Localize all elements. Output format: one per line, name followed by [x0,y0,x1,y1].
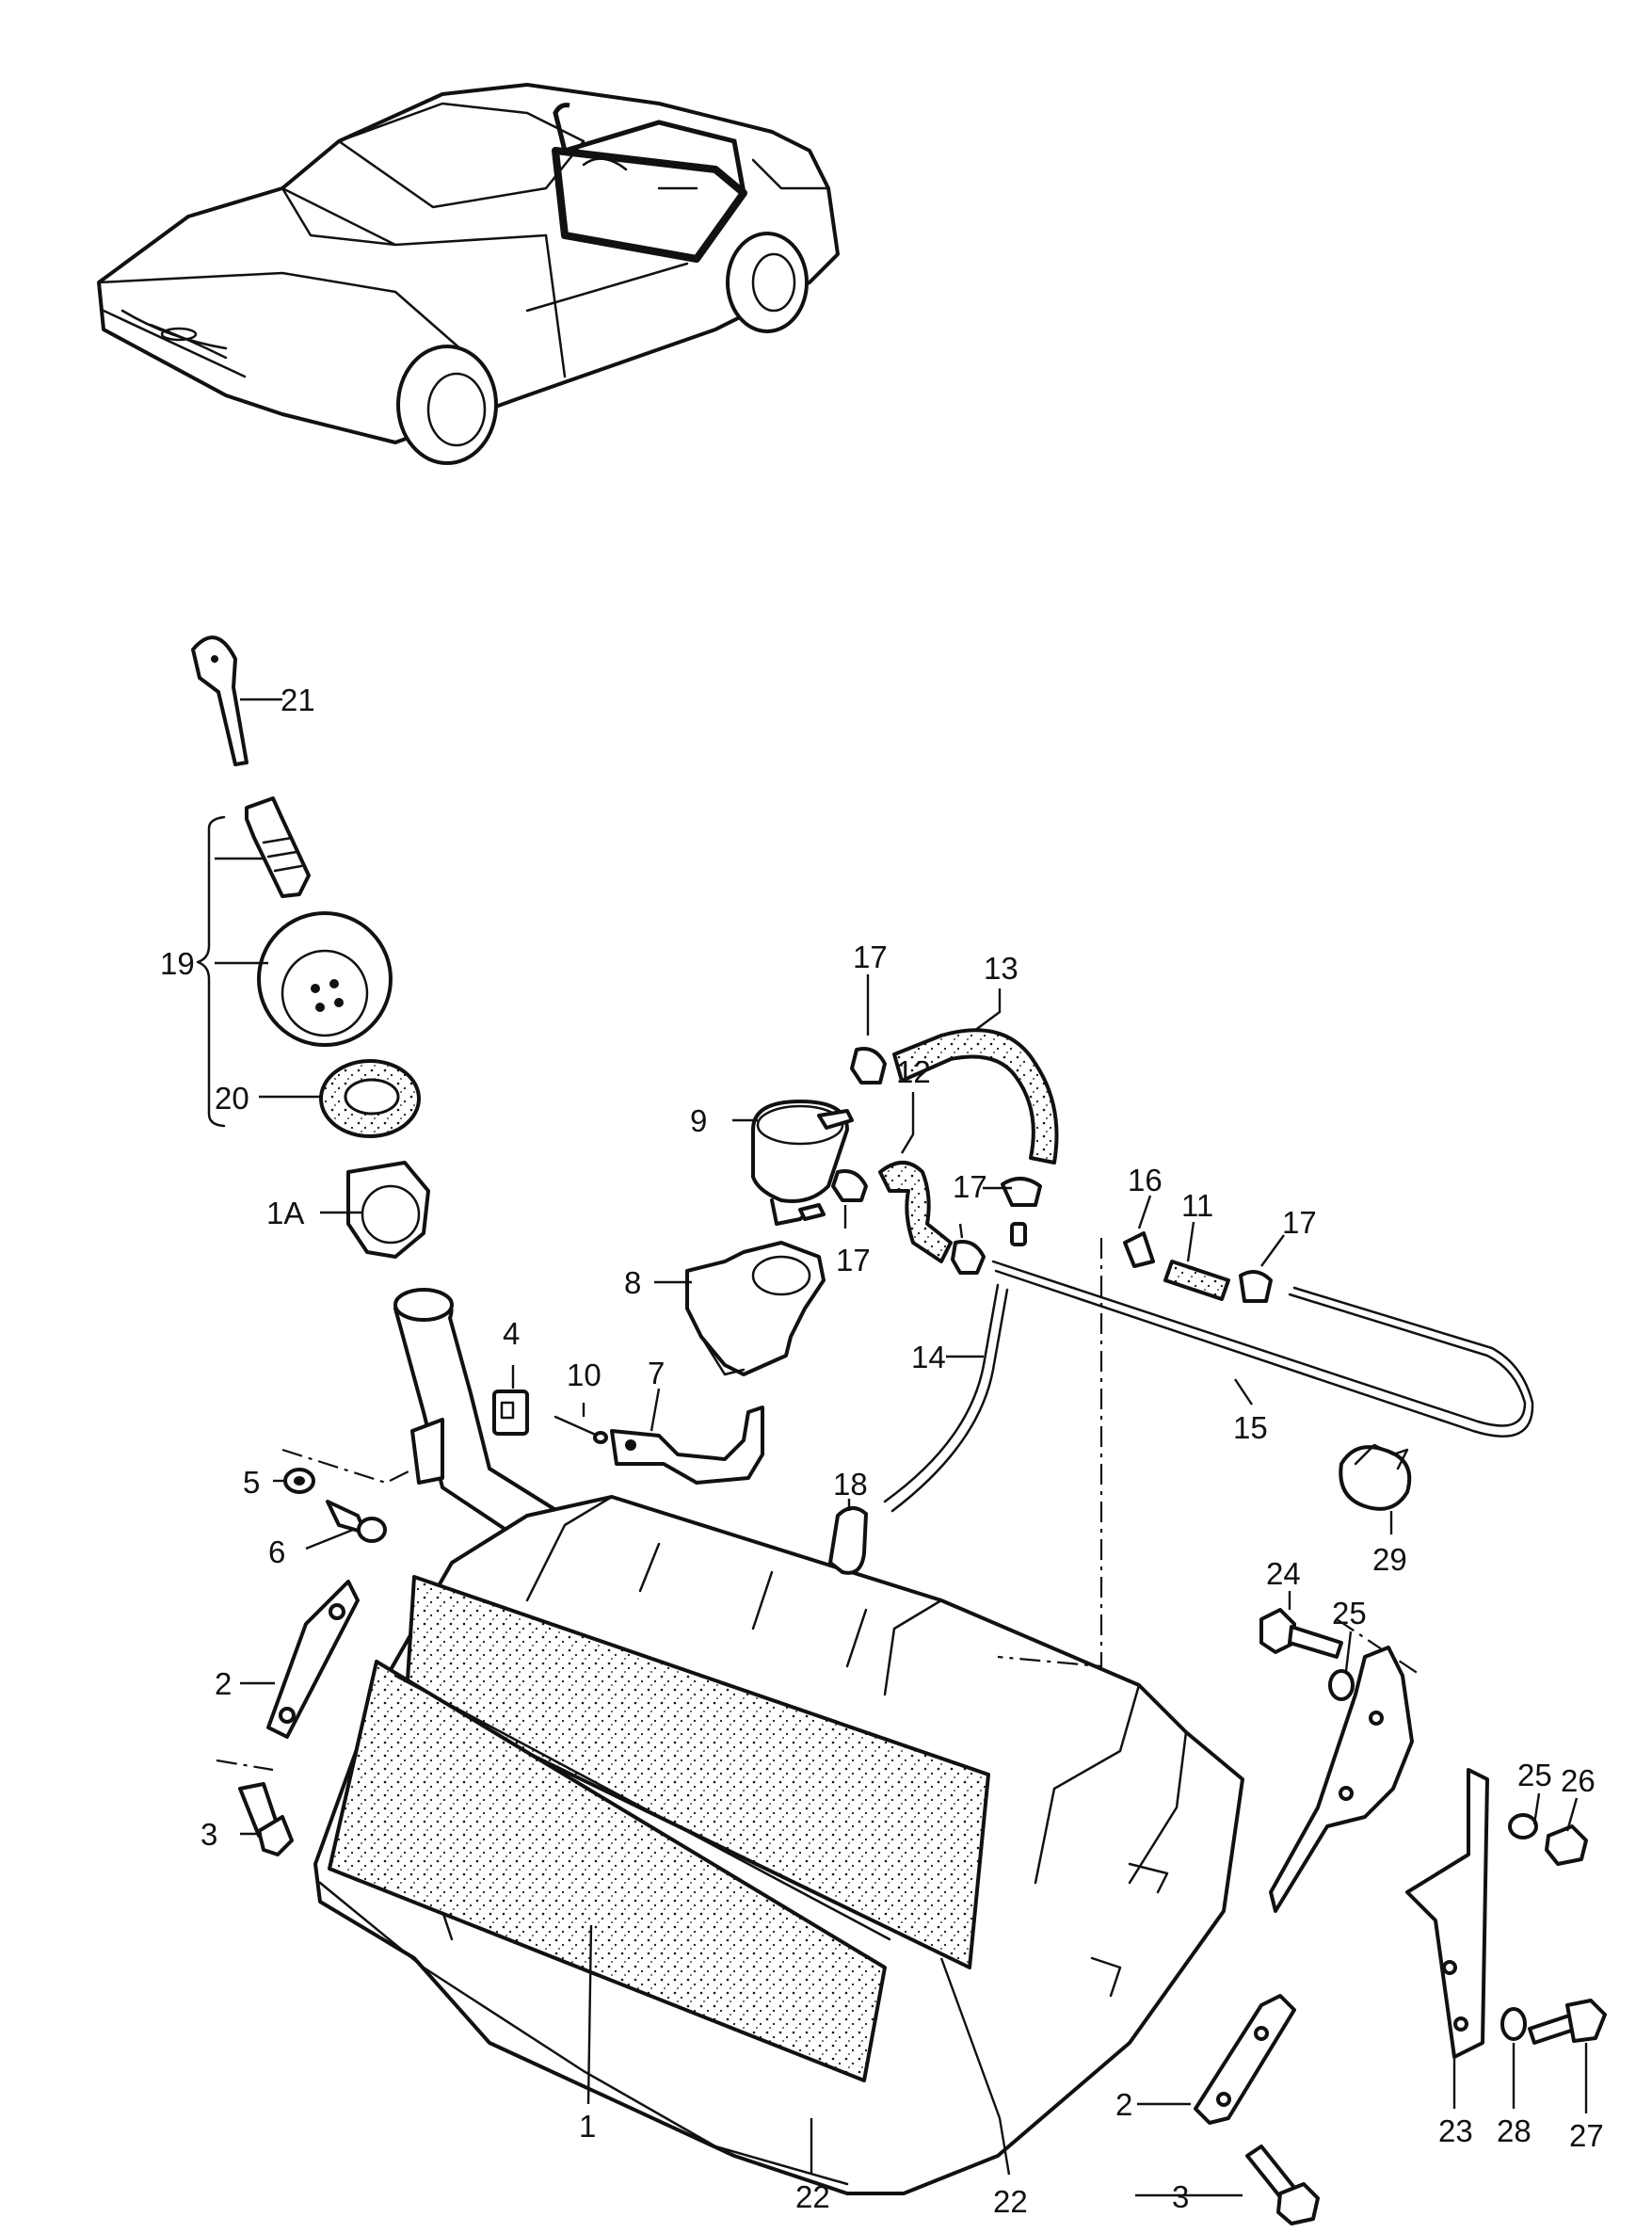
label-17b: 17 [953,1169,987,1204]
label-12: 12 [896,1054,931,1089]
label-9: 9 [690,1103,707,1138]
bracket-lower [1194,1994,1296,2125]
label-3b: 3 [1172,2179,1189,2214]
label-7: 7 [648,1356,665,1390]
label-25b: 25 [1517,1758,1552,1792]
washer-25 [1328,1669,1355,1701]
label-20: 20 [215,1081,249,1116]
label-10: 10 [567,1357,601,1392]
clamp-29 [1339,1445,1412,1511]
label-6: 6 [268,1534,285,1569]
bracket-7 [610,1406,764,1485]
clamp-17d [951,1240,986,1275]
label-28: 28 [1497,2113,1532,2148]
clamp-17b [831,1169,868,1202]
hose-11 [1163,1260,1230,1301]
label-14: 14 [911,1340,946,1374]
bracket-right-lower [1405,1768,1489,2059]
hose-12 [878,1161,953,1263]
label-18: 18 [833,1467,868,1502]
label-4: 4 [503,1316,520,1351]
clamp-17e [1239,1270,1273,1303]
grommet-18 [828,1506,868,1575]
washer-28 [1500,2007,1527,2041]
label-27: 27 [1569,2118,1604,2153]
label-17d: 17 [1282,1205,1317,1240]
lock-cylinder-group [191,635,430,1259]
label-22a: 22 [795,2179,830,2214]
clamp-17a [850,1047,887,1084]
clip-16 [1123,1231,1155,1268]
label-13: 13 [984,951,1018,986]
label-25a: 25 [1332,1596,1367,1631]
label-15: 15 [1233,1410,1268,1445]
label-11: 11 [1181,1188,1213,1223]
label-17c: 17 [836,1243,871,1277]
label-29: 29 [1372,1542,1407,1577]
label-2b: 2 [1115,2087,1132,2122]
pin-10 [553,1415,600,1438]
fuel-tank-assembly [313,1288,1244,2195]
insulating-pad-lower [328,1660,887,2082]
label-26: 26 [1561,1763,1596,1798]
label-3a: 3 [200,1817,217,1852]
clamp-17c [1001,1177,1042,1207]
line-14 [883,1283,1009,1513]
label-22b: 22 [993,2184,1028,2219]
label-1a: 1A [266,1196,304,1230]
key-icon [191,635,249,766]
label-19: 19 [160,946,195,981]
car-illustration [97,83,840,465]
clip-4 [492,1390,529,1436]
nut-26 [1545,1824,1588,1866]
label-1: 1 [579,2109,596,2144]
callout-labels: 21 19 20 1A 17 13 12 9 17 17 16 11 17 8 … [160,683,1604,2219]
label-8: 8 [624,1265,641,1300]
hose-13 [892,1028,1059,1165]
label-16: 16 [1128,1163,1163,1197]
label-23: 23 [1438,2113,1473,2148]
bracket-left [266,1580,360,1739]
label-2a: 2 [215,1666,232,1701]
filler-neck [393,1292,567,1546]
leader-lines [215,698,1588,2197]
label-5: 5 [243,1465,260,1500]
lock-barrel [245,796,311,898]
label-21: 21 [281,683,315,717]
lock-housing [257,911,393,1047]
washer-25b [1508,1813,1538,1839]
label-24: 24 [1266,1556,1301,1591]
line-15 [991,1260,1534,1438]
insulating-pad-upper [405,1575,990,1969]
label-17a: 17 [853,940,888,974]
